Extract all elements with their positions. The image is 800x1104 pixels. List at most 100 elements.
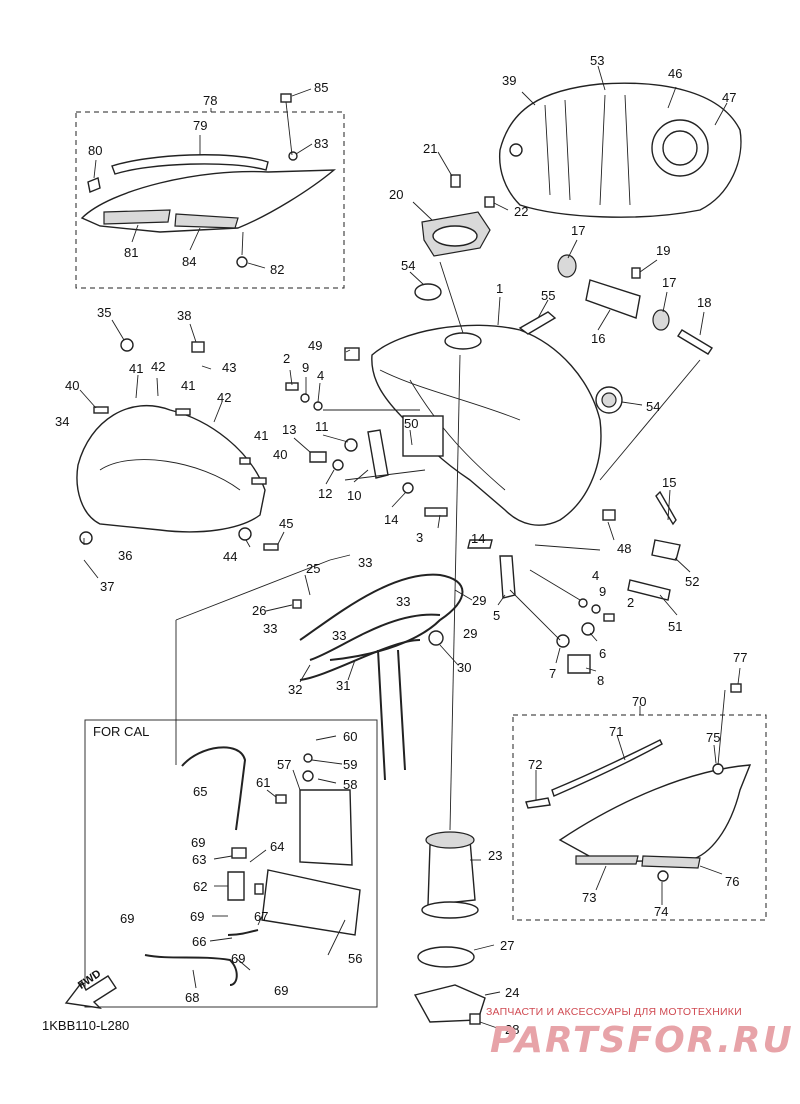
side-cover-left xyxy=(76,338,279,551)
side-cover-right-group xyxy=(525,683,752,882)
callout-68: 68 xyxy=(185,990,199,1005)
callout-40b: 40 xyxy=(273,447,287,462)
callout-83: 83 xyxy=(314,136,328,151)
callout-11: 11 xyxy=(315,419,329,434)
callout-19: 19 xyxy=(656,243,670,258)
callout-43: 43 xyxy=(222,360,236,375)
watermark-site[interactable]: PARTSFOR.RU xyxy=(490,1020,794,1061)
callout-53: 53 xyxy=(590,53,604,68)
hose-group xyxy=(292,573,464,781)
callout-75: 75 xyxy=(706,730,720,745)
callout-17b: 17 xyxy=(662,275,676,290)
callout-54b: 54 xyxy=(646,399,660,414)
for-cal-label: FOR CAL xyxy=(93,724,150,739)
callout-69b: 69 xyxy=(190,909,204,924)
callout-9b: 9 xyxy=(599,584,606,599)
callout-29: 29 xyxy=(472,593,486,608)
callout-67: 67 xyxy=(254,909,268,924)
fuel-cap-group xyxy=(421,174,495,257)
callout-82: 82 xyxy=(270,262,284,277)
callout-20: 20 xyxy=(389,187,403,202)
callout-33d: 33 xyxy=(332,628,346,643)
callout-66: 66 xyxy=(192,934,206,949)
callout-5: 5 xyxy=(493,608,500,623)
callout-79: 79 xyxy=(193,118,207,133)
callout-60: 60 xyxy=(343,729,357,744)
leader-lines xyxy=(79,65,741,1030)
callout-69d: 69 xyxy=(231,951,245,966)
emblem-54-inner xyxy=(601,392,617,408)
callout-81: 81 xyxy=(124,245,138,260)
assembly-box-70 xyxy=(512,714,767,921)
callout-41b: 41 xyxy=(181,378,195,393)
callout-28: 28 xyxy=(505,1022,519,1037)
callout-55: 55 xyxy=(541,288,555,303)
for-cal-box xyxy=(84,719,378,1008)
callout-35: 35 xyxy=(97,305,111,320)
callout-24: 24 xyxy=(505,985,519,1000)
callout-52: 52 xyxy=(685,574,699,589)
callout-labels: 1 2 2 3 4 4 5 6 7 8 9 9 10 11 12 13 14 1… xyxy=(55,53,739,1037)
callout-31: 31 xyxy=(336,678,350,693)
canister-group xyxy=(144,746,361,986)
callout-30: 30 xyxy=(457,660,471,675)
callout-37: 37 xyxy=(100,579,114,594)
callout-40: 40 xyxy=(65,378,79,393)
assembly-lines xyxy=(175,261,726,831)
callout-59: 59 xyxy=(343,757,357,772)
callout-6: 6 xyxy=(599,646,606,661)
callout-58: 58 xyxy=(343,777,357,792)
callout-22: 22 xyxy=(514,204,528,219)
callout-51: 51 xyxy=(668,619,682,634)
callout-38: 38 xyxy=(177,308,191,323)
fuel-tank xyxy=(371,324,602,526)
callout-42b: 42 xyxy=(217,390,231,405)
tank-bottom-group xyxy=(498,82,742,218)
callout-15: 15 xyxy=(662,475,676,490)
assembly-box-78 xyxy=(75,111,345,289)
callout-61: 61 xyxy=(256,775,270,790)
callout-41c: 41 xyxy=(254,428,268,443)
callout-69e: 69 xyxy=(274,983,288,998)
callout-27: 27 xyxy=(500,938,514,953)
callout-26: 26 xyxy=(252,603,266,618)
watermark-tagline: ЗАПЧАСТИ И АКСЕССУАРЫ ДЛЯ МОТОТЕХНИКИ xyxy=(486,1006,742,1018)
callout-17: 17 xyxy=(571,223,585,238)
callout-47: 47 xyxy=(722,90,736,105)
callout-69a: 69 xyxy=(191,835,205,850)
callout-14b: 14 xyxy=(471,531,485,546)
callout-7: 7 xyxy=(549,666,556,681)
callout-41: 41 xyxy=(129,361,143,376)
callout-10: 10 xyxy=(347,488,361,503)
callout-62: 62 xyxy=(193,879,207,894)
callout-73: 73 xyxy=(582,890,596,905)
callout-76: 76 xyxy=(725,874,739,889)
callout-85: 85 xyxy=(314,80,328,95)
callout-70: 70 xyxy=(632,694,646,709)
callout-48: 48 xyxy=(617,541,631,556)
callout-4: 4 xyxy=(317,368,324,383)
callout-33c: 33 xyxy=(263,621,277,636)
callout-77-label: 77 xyxy=(733,650,747,665)
callout-3: 3 xyxy=(416,530,423,545)
fuel-pump-group xyxy=(413,831,486,1025)
callout-65: 65 xyxy=(193,784,207,799)
diagram-code: 1KBB110-L280 xyxy=(42,1018,130,1033)
side-cover-upper-group xyxy=(80,93,337,268)
callout-16: 16 xyxy=(591,331,605,346)
callout-74: 74 xyxy=(654,904,668,919)
callout-33b: 33 xyxy=(396,594,410,609)
callout-29b: 29 xyxy=(463,626,477,641)
callout-80: 80 xyxy=(88,143,102,158)
callout-84: 84 xyxy=(182,254,196,269)
callout-42: 42 xyxy=(151,359,165,374)
callout-34: 34 xyxy=(55,414,69,429)
fwd-arrow xyxy=(64,975,117,1010)
callout-71: 71 xyxy=(609,724,623,739)
callout-1: 1 xyxy=(496,281,503,296)
callout-13: 13 xyxy=(282,422,296,437)
callout-8: 8 xyxy=(597,673,604,688)
callout-32: 32 xyxy=(288,682,302,697)
callout-54: 54 xyxy=(401,258,415,273)
